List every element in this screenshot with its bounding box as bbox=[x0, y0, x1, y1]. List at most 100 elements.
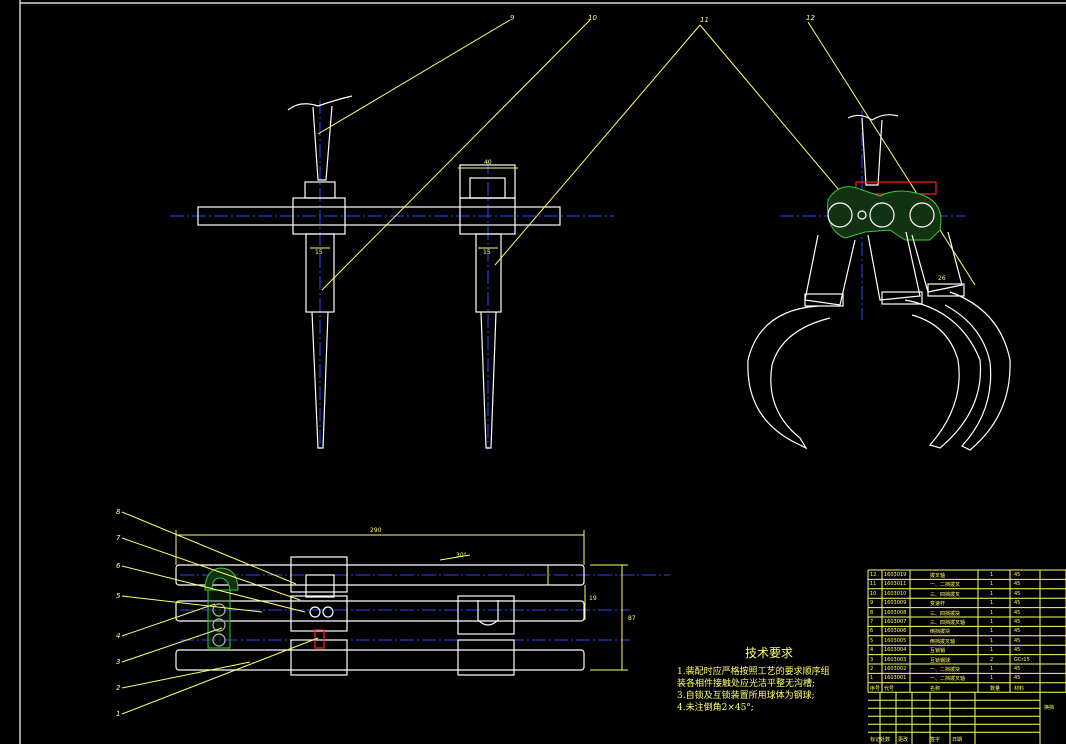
bom-cell: 8 bbox=[870, 609, 874, 616]
balloon-5: 5 bbox=[116, 592, 121, 600]
bom-cell: 5 bbox=[870, 637, 874, 644]
bom-cell: 6 bbox=[870, 628, 874, 635]
bom-cell: 1 bbox=[990, 637, 994, 644]
bom-cell: 1 bbox=[990, 675, 994, 682]
bom-cell: 4 bbox=[870, 647, 874, 654]
bom-cell: 1603005 bbox=[884, 637, 907, 644]
balloon-12: 12 bbox=[806, 14, 815, 22]
bom-cell: 2 bbox=[990, 656, 994, 663]
bom-cell: 1603004 bbox=[884, 647, 907, 654]
bom-cell: 1603007 bbox=[884, 619, 907, 625]
bom-sign-cell: 日期 bbox=[952, 737, 963, 743]
bom-cell: 互锁销 bbox=[930, 648, 946, 655]
bom-cell: 1603011 bbox=[884, 581, 907, 588]
bom-header-cell: 代号 bbox=[884, 685, 895, 692]
bom-cell: 45 bbox=[1014, 619, 1021, 625]
bom-cell: 3 bbox=[870, 656, 874, 663]
bom-cell: 1 bbox=[990, 666, 994, 672]
balloon-1: 1 bbox=[116, 710, 120, 718]
bom-table bbox=[867, 569, 1066, 744]
bom-cell: GCr15 bbox=[1014, 656, 1030, 663]
bom-cell: 三、四挡拨块 bbox=[930, 610, 961, 617]
tech-note-line-1: 1.装配时应严格按照工艺的要求顺序组 bbox=[677, 667, 830, 677]
tech-notes: 1.装配时应严格按照工艺的要求顺序组 装各相件接触处应光洁平整无沟槽; 3.自锁… bbox=[677, 666, 857, 714]
balloon-9: 9 bbox=[510, 14, 515, 22]
bom-cell: 倒挡拨块 bbox=[930, 629, 951, 636]
balloon-2: 2 bbox=[116, 684, 121, 692]
bom-cell: 1603001 bbox=[884, 675, 907, 682]
bom-cell: 一、二挡拨块 bbox=[930, 667, 961, 673]
dim-26: 26 bbox=[938, 275, 946, 282]
bom-sign-cell: 更改 bbox=[898, 737, 909, 743]
dim-mid: 19 bbox=[589, 595, 597, 602]
balloon-11: 11 bbox=[700, 16, 709, 24]
bom-cell: 1 bbox=[990, 609, 994, 616]
bom-cell: 12 bbox=[870, 572, 877, 578]
balloon-8: 8 bbox=[116, 508, 121, 516]
bom-header-cell: 数量 bbox=[990, 685, 1001, 692]
bom-cell: 45 bbox=[1014, 609, 1021, 616]
bom-sign-cell: 标记处数 bbox=[870, 737, 891, 743]
bom-cell: 45 bbox=[1014, 666, 1021, 672]
bom-cell: 互锁钢球 bbox=[930, 657, 951, 664]
bom-cell: 1603009 bbox=[884, 600, 907, 607]
dim-angle: 30° bbox=[456, 552, 467, 559]
bom-cell: 1 bbox=[990, 590, 994, 597]
bom-cell: 拨叉轴 bbox=[930, 573, 946, 579]
bom-cell: 45 bbox=[1014, 637, 1021, 644]
balloon-10: 10 bbox=[588, 14, 597, 22]
tech-note-line-2: 装各相件接触处应光洁平整无沟槽; bbox=[677, 679, 816, 689]
bom-cell: 1 bbox=[990, 628, 994, 635]
bom-cell: 1603003 bbox=[884, 656, 907, 663]
dim-right-15: 15 bbox=[483, 249, 491, 256]
bom-cell: 45 bbox=[1014, 647, 1021, 654]
bom-cell: 10 bbox=[870, 590, 877, 597]
bom-cell: 45 bbox=[1014, 628, 1021, 635]
tech-notes-title: 技术要求 bbox=[745, 646, 794, 660]
bom-cell: 1603019 bbox=[884, 572, 907, 578]
bom-cell: 倒挡拨叉轴 bbox=[930, 638, 956, 645]
balloon-3: 3 bbox=[116, 658, 120, 666]
bom-cell: 45 bbox=[1014, 590, 1021, 597]
bom-cell: 11 bbox=[870, 581, 877, 588]
bom-cell: 9 bbox=[870, 600, 874, 607]
side-view bbox=[747, 110, 1011, 451]
dim-left-15: 15 bbox=[315, 249, 323, 256]
bom-header-cell: 序号 bbox=[870, 685, 881, 692]
bom-header-cell: 名称 bbox=[930, 685, 941, 692]
bom-cell: 一、二挡拨叉 bbox=[930, 582, 961, 589]
bom-cell: 1 bbox=[990, 572, 994, 578]
bom-title-cell: 换挡 bbox=[1044, 705, 1055, 712]
bom-cell: 1603006 bbox=[884, 628, 907, 635]
leader-lines-top bbox=[317, 19, 976, 291]
dim-side: 87 bbox=[628, 615, 636, 622]
balloon-7: 7 bbox=[116, 534, 121, 542]
bom-cell: 45 bbox=[1014, 572, 1021, 578]
front-view bbox=[170, 95, 615, 450]
bom-cell: 1 bbox=[990, 619, 994, 625]
leader-lines-bottom bbox=[121, 511, 319, 715]
bom-cell: 2 bbox=[870, 666, 874, 672]
bom-cell: 45 bbox=[1014, 581, 1021, 588]
bom-header-cell: 材料 bbox=[1014, 685, 1025, 692]
tech-note-line-3: 3.自锁及互锁装置所用球体为钢球; bbox=[677, 691, 815, 701]
bom-cell: 1 bbox=[870, 675, 874, 682]
tech-note-line-4: 4.未注倒角2×45°; bbox=[677, 703, 754, 713]
bom-cell: 1 bbox=[990, 600, 994, 607]
bom-cell: 45 bbox=[1014, 675, 1021, 682]
bom-cell: 1603008 bbox=[884, 609, 907, 616]
top-view bbox=[175, 530, 670, 676]
bom-cell: 1603002 bbox=[884, 666, 907, 672]
bom-sign-cell: 签字 bbox=[930, 737, 941, 743]
dim-top-width: 40 bbox=[484, 159, 492, 166]
bom-cell: 一、二挡拨叉轴 bbox=[930, 676, 966, 683]
bom-cell: 1 bbox=[990, 581, 994, 588]
bom-cell: 1 bbox=[990, 647, 994, 654]
balloon-6: 6 bbox=[116, 562, 121, 570]
bom-cell: 三、四挡拨叉 bbox=[930, 591, 961, 598]
bom-cell: 三、四挡拨叉轴 bbox=[930, 620, 966, 626]
bom-cell: 1603010 bbox=[884, 590, 907, 597]
bom-cell: 变速杆 bbox=[930, 601, 946, 608]
dim-overall: 290 bbox=[370, 527, 382, 534]
